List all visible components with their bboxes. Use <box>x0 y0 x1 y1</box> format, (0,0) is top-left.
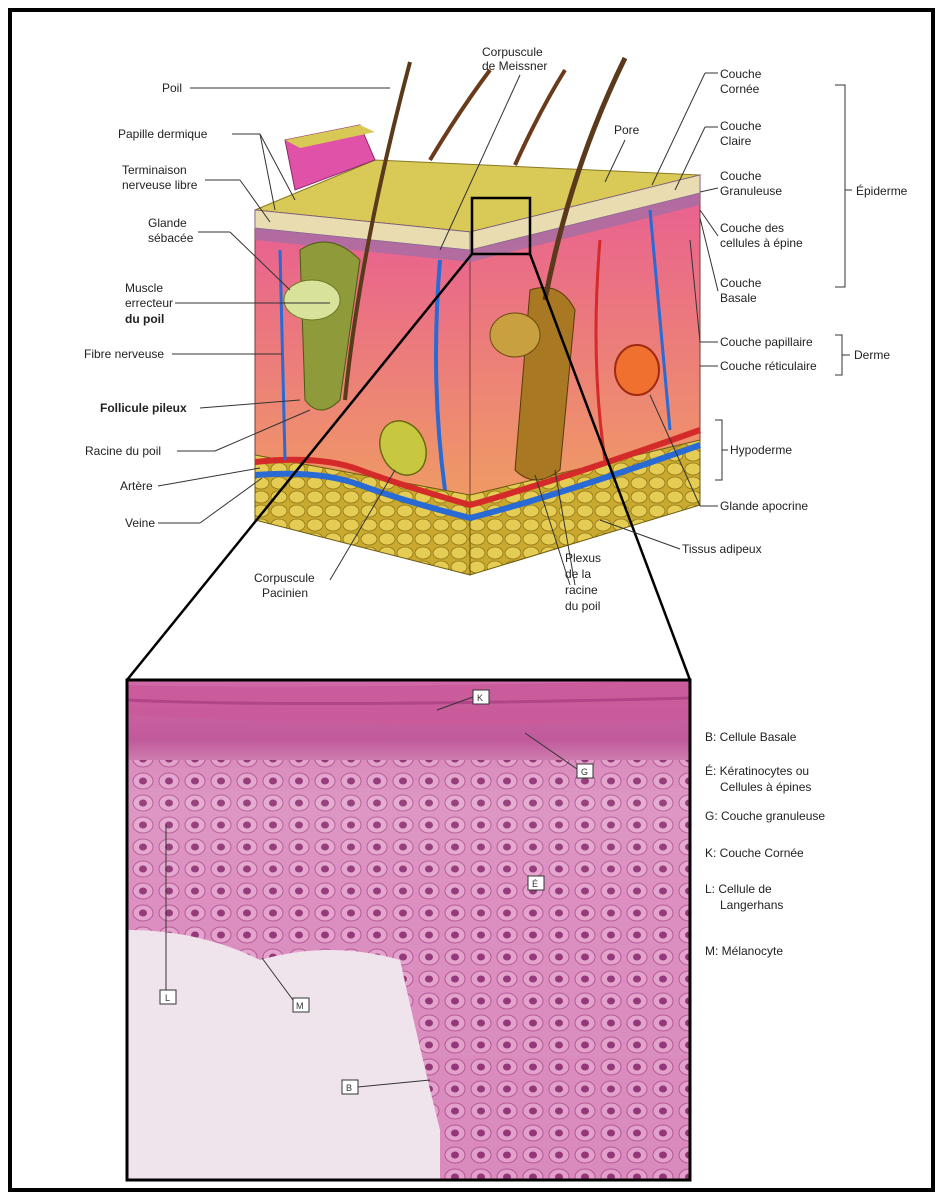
label-pacinien-1: Corpuscule <box>254 571 315 585</box>
label-veine: Veine <box>125 516 155 530</box>
label-muscle-2: errecteur <box>125 296 173 310</box>
svg-text:É: É <box>532 879 538 889</box>
label-terminaison-2: nerveuse libre <box>122 178 198 192</box>
label-epine-2: cellules à épine <box>720 236 803 250</box>
svg-text:M: M <box>296 1001 304 1011</box>
legend-e2: Cellules à épines <box>720 780 811 794</box>
apocrine-gland <box>615 345 659 395</box>
legend-l1: L: Cellule de <box>705 882 772 896</box>
label-plexus-2: de la <box>565 567 591 581</box>
label-plexus-4: du poil <box>565 599 600 613</box>
label-granuleuse-1: Couche <box>720 169 762 183</box>
label-plexus-3: racine <box>565 583 598 597</box>
micrograph <box>127 680 690 1180</box>
label-basale-1: Couche <box>720 276 762 290</box>
legend-l2: Langerhans <box>720 898 783 912</box>
label-meissner-2: de Meissner <box>482 59 547 73</box>
label-glande-seb-1: Glande <box>148 216 187 230</box>
legend-g: G: Couche granuleuse <box>705 809 825 823</box>
label-epiderme: Épiderme <box>856 183 908 198</box>
epiderme-bracket <box>835 85 845 287</box>
label-claire-2: Claire <box>720 134 752 148</box>
label-hypoderme: Hypoderme <box>730 443 792 457</box>
svg-text:B: B <box>346 1083 352 1093</box>
label-terminaison-1: Terminaison <box>122 163 187 177</box>
label-apocrine: Glande apocrine <box>720 499 808 513</box>
label-meissner-1: Corpuscule <box>482 45 543 59</box>
label-muscle-3: du poil <box>125 312 164 326</box>
label-poil: Poil <box>162 81 182 95</box>
label-papillaire: Couche papillaire <box>720 335 813 349</box>
tag-E: É <box>528 876 544 890</box>
label-racine: Racine du poil <box>85 444 161 458</box>
micrograph-legend: B: Cellule Basale É: Kératinocytes ou Ce… <box>705 730 825 958</box>
label-glande-seb-2: sébacée <box>148 231 194 245</box>
label-derme: Derme <box>854 348 890 362</box>
label-cornee-1: Couche <box>720 67 762 81</box>
label-reticulaire: Couche réticulaire <box>720 359 817 373</box>
svg-text:G: G <box>581 767 588 777</box>
label-adipeux: Tissus adipeux <box>682 542 762 556</box>
derme-bracket <box>835 335 842 375</box>
legend-b: B: Cellule Basale <box>705 730 797 744</box>
hypoderme-bracket <box>715 420 722 480</box>
legend-k: K: Couche Cornée <box>705 846 804 860</box>
label-follicule: Follicule pileux <box>100 401 187 415</box>
label-basale-2: Basale <box>720 291 757 305</box>
label-cornee-2: Cornée <box>720 82 760 96</box>
label-muscle-1: Muscle <box>125 281 163 295</box>
svg-text:K: K <box>477 693 483 703</box>
label-pore: Pore <box>614 123 640 137</box>
label-artere: Artère <box>120 479 153 493</box>
label-granuleuse-2: Granuleuse <box>720 184 782 198</box>
label-epine-1: Couche des <box>720 221 784 235</box>
svg-text:L: L <box>165 993 170 1003</box>
legend-e1: É: Kératinocytes ou <box>705 763 809 778</box>
label-claire-1: Couche <box>720 119 762 133</box>
label-papille: Papille dermique <box>118 127 208 141</box>
label-fibre: Fibre nerveuse <box>84 347 164 361</box>
label-pacinien-2: Pacinien <box>262 586 308 600</box>
legend-m: M: Mélanocyte <box>705 944 783 958</box>
